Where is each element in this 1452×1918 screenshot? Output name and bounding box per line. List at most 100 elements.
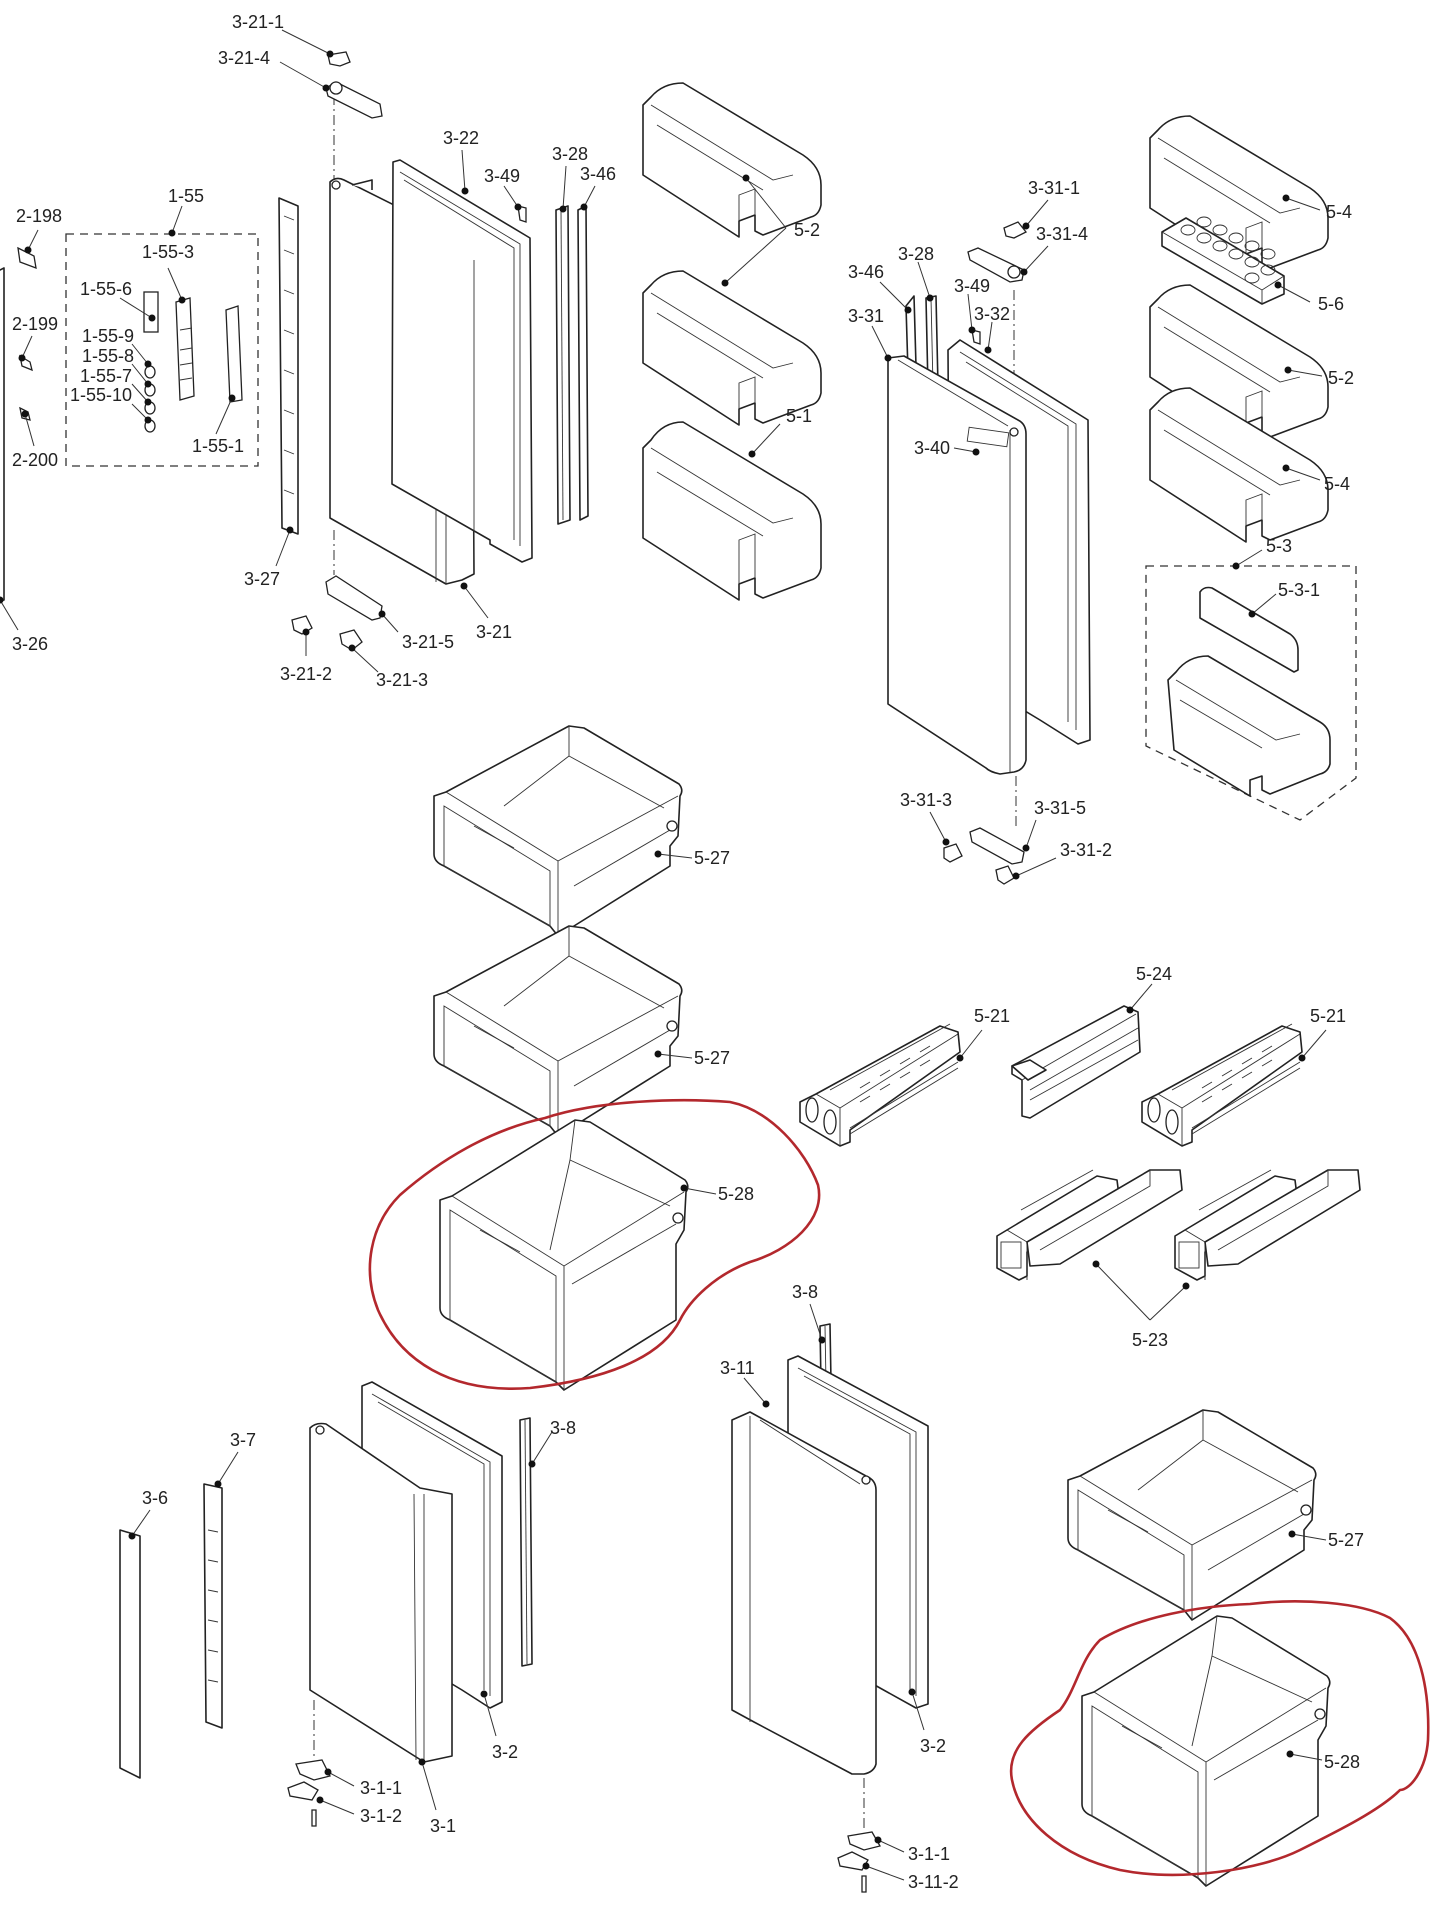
callout-1-55-8: 1-55-8 [82,346,152,388]
deep-drawer-5-28-center [439,1119,689,1391]
callout-3-6: 3-6 [128,1488,168,1540]
callout-label: 5-27 [1328,1530,1364,1550]
callout-label: 2-200 [12,450,58,470]
callout-label: 5-28 [718,1184,754,1204]
hinge-3-31-1 [1003,221,1028,239]
strip-3-26 [0,267,5,602]
freezer-left-door-assembly [119,1381,533,1827]
callout-label: 3-21-1 [232,12,284,32]
tab-3-49 [971,329,981,345]
door-3-11 [731,1411,877,1775]
hinge-3-31-4 [967,247,1025,283]
door-bin-5-1 [642,421,822,601]
callout-label: 5-23 [1132,1330,1168,1350]
deep-drawer-5-28-right [1081,1615,1331,1887]
callout-3-11: 3-11 [720,1358,770,1408]
callout-label: 1-55-9 [82,326,134,346]
callout-label: 3-2 [920,1736,946,1756]
crisper-drawer-5-27-lower [433,925,683,1137]
left-door-assembly [278,51,589,651]
screw [311,1809,317,1827]
callout-label: 2-199 [12,314,58,334]
callout-1-55: 1-55 [168,186,204,237]
crisper-drawer-5-27-right [1067,1409,1317,1621]
ice-tray-5-21-right [1141,1023,1303,1147]
callout-label: 3-8 [550,1418,576,1438]
callout-3-26: 3-26 [0,596,48,654]
callout-label: 3-46 [848,262,884,282]
callout-3-2-left: 3-2 [480,1690,518,1762]
callout-5-6: 5-6 [1274,281,1344,314]
callout-5-21-left: 5-21 [956,1006,1010,1062]
callout-label: 3-32 [974,304,1010,324]
crisper-drawer-5-27-upper [433,725,683,937]
callout-label: 1-55-6 [80,279,132,299]
callout-1-55-3: 1-55-3 [142,242,194,304]
callout-1-55-6: 1-55-6 [80,279,156,322]
slim-bin-5-23-left-ext [1026,1169,1183,1267]
callout-3-49-left: 3-49 [484,166,522,211]
slim-bin-5-23-right-ext [1204,1169,1361,1267]
callout-label: 3-11-2 [908,1872,959,1892]
callout-2-198: 2-198 [16,206,62,254]
callout-label: 1-55-8 [82,346,134,366]
strip-3-28 [555,205,571,525]
callout-3-8-left: 3-8 [528,1418,576,1468]
callout-3-11-2: 3-11-2 [862,1862,959,1892]
callout-label: 3-2 [492,1742,518,1762]
strip-3-46 [577,205,589,521]
callout-label: 3-1-1 [360,1778,402,1798]
callout-3-22: 3-22 [443,128,479,195]
callout-3-46-left: 3-46 [580,164,616,211]
callout-label: 5-28 [1324,1752,1360,1772]
hinge-3-31-2 [995,865,1015,885]
callout-label: 1-55 [168,186,204,206]
part-1-55-6 [143,291,159,333]
callout-label: 3-6 [142,1488,168,1508]
door-bin-5-2-top [642,82,822,238]
callout-label: 3-21-5 [402,632,454,652]
right-door-assembly [887,221,1091,885]
callout-label: 3-49 [954,276,990,296]
callout-3-21-3: 3-21-3 [348,644,428,690]
callout-label: 5-27 [694,1048,730,1068]
hinge-3-21-1 [327,51,351,67]
callout-label: 3-31-2 [1060,840,1112,860]
strip-3-8-left [519,1417,533,1667]
callout-label: 3-7 [230,1430,256,1450]
callout-label: 3-27 [244,569,280,589]
callout-label: 5-27 [694,848,730,868]
bin-group-5-3 [1145,565,1357,821]
highlight-circle-5-28-center [368,1098,821,1390]
callout-5-28-right: 5-28 [1286,1750,1360,1772]
callout-label: 3-31-3 [900,790,952,810]
callout-3-21: 3-21 [460,582,512,642]
badge-3-40 [966,426,1010,448]
callout-3-46-right: 3-46 [848,262,912,314]
callout-label: 5-21 [974,1006,1010,1026]
callout-2-199: 2-199 [12,314,58,362]
callout-label: 3-28 [552,144,588,164]
callout-label: 3-21-2 [280,664,332,684]
callout-5-21-right: 5-21 [1298,1006,1346,1062]
callout-3-1-2: 3-1-2 [316,1796,402,1826]
callout-3-21-1: 3-21-1 [232,12,334,58]
callout-label: 3-31-5 [1034,798,1086,818]
part-1-55-1 [225,305,243,403]
callout-label: 3-26 [12,634,48,654]
callout-5-24: 5-24 [1126,964,1172,1014]
callout-label: 3-31 [848,306,884,326]
callout-label: 5-21 [1310,1006,1346,1026]
callout-3-28-right: 3-28 [898,244,934,302]
callout-label: 5-24 [1136,964,1172,984]
hinge-3-21-4 [325,81,383,119]
cap-3-27 [278,197,299,535]
ice-tray-5-21-left [799,1023,961,1147]
callout-5-2-right: 5-2 [1284,366,1354,388]
callout-3-2-right: 3-2 [908,1688,946,1756]
callout-3-21-2: 3-21-2 [280,628,332,684]
door-bin-5-2-middle [642,270,822,426]
callout-5-4-top: 5-4 [1282,194,1352,222]
door-3-31 [887,355,1027,775]
